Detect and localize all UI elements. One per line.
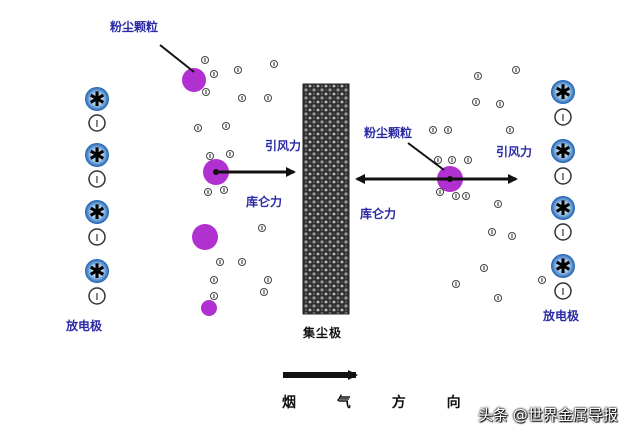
negative-ions (194, 56, 546, 302)
electrode-core (88, 287, 106, 305)
electrode-star: ✱ (89, 259, 106, 283)
dust-particle (201, 300, 217, 316)
electrode-star: ✱ (555, 139, 572, 163)
electrode-core-mark: Ⅰ (562, 228, 565, 239)
electrode-star: ✱ (89, 143, 106, 167)
electrode-glow (551, 254, 575, 278)
electrode-glow (85, 259, 109, 283)
dust-label-leader-left (159, 44, 195, 73)
collector-plate (302, 83, 350, 315)
electrode-core (554, 167, 572, 185)
force-origin-dot (213, 169, 219, 175)
electrode-core-mark: Ⅰ (562, 113, 565, 124)
electrode-core (554, 282, 572, 300)
force-origin-dot (447, 176, 453, 182)
electrode-core-mark: Ⅰ (96, 119, 99, 130)
electrode-core-mark: Ⅰ (96, 292, 99, 303)
discharge-electrode-label-left: 放电极 (66, 319, 103, 333)
dust-label-leader-right (407, 142, 445, 171)
electrode-glow (85, 143, 109, 167)
electrode-star: ✱ (89, 200, 106, 224)
coulomb-force-label-right: 库仑力 (360, 207, 397, 221)
electrode-glow (85, 200, 109, 224)
dust-particle-label-left: 粉尘颗粒 (110, 20, 159, 34)
flue-gas-direction-label: 烟 气 方 向 (282, 395, 479, 411)
dust-particle (182, 68, 206, 92)
discharge-electrode-label-right: 放电极 (543, 309, 580, 323)
dust-particle (192, 224, 218, 250)
electrode-core-mark: Ⅰ (96, 233, 99, 244)
electrode-core (88, 170, 106, 188)
electrode-glow (85, 87, 109, 111)
left-discharge-electrodes: ✱ Ⅰ ✱ Ⅰ ✱ Ⅰ ✱ Ⅰ (85, 87, 109, 305)
electrode-core-mark: Ⅰ (96, 175, 99, 186)
electrode-core (88, 228, 106, 246)
electrode-core-mark: Ⅰ (562, 287, 565, 298)
collector-electrode-label: 集尘极 (303, 326, 343, 340)
electrode-core (554, 223, 572, 241)
electrode-star: ✱ (555, 196, 572, 220)
electrode-glow (551, 80, 575, 104)
right-discharge-electrodes: ✱ Ⅰ ✱ Ⅰ ✱ Ⅰ ✱ Ⅰ (551, 80, 575, 300)
electrode-star: ✱ (555, 254, 572, 278)
electrode-glow (551, 139, 575, 163)
source-watermark: 头条 @世界金属导报 (478, 406, 618, 424)
wind-force-label-right: 引风力 (496, 145, 533, 159)
electrode-core (88, 114, 106, 132)
electrode-core (554, 108, 572, 126)
electrode-star: ✱ (89, 87, 106, 111)
coulomb-force-label-left: 库仑力 (246, 195, 283, 209)
electrode-core-mark: Ⅰ (562, 172, 565, 183)
electrode-glow (551, 196, 575, 220)
wind-force-label-left: 引风力 (265, 139, 302, 153)
electrode-star: ✱ (555, 80, 572, 104)
dust-particle-label-right: 粉尘颗粒 (364, 126, 413, 140)
